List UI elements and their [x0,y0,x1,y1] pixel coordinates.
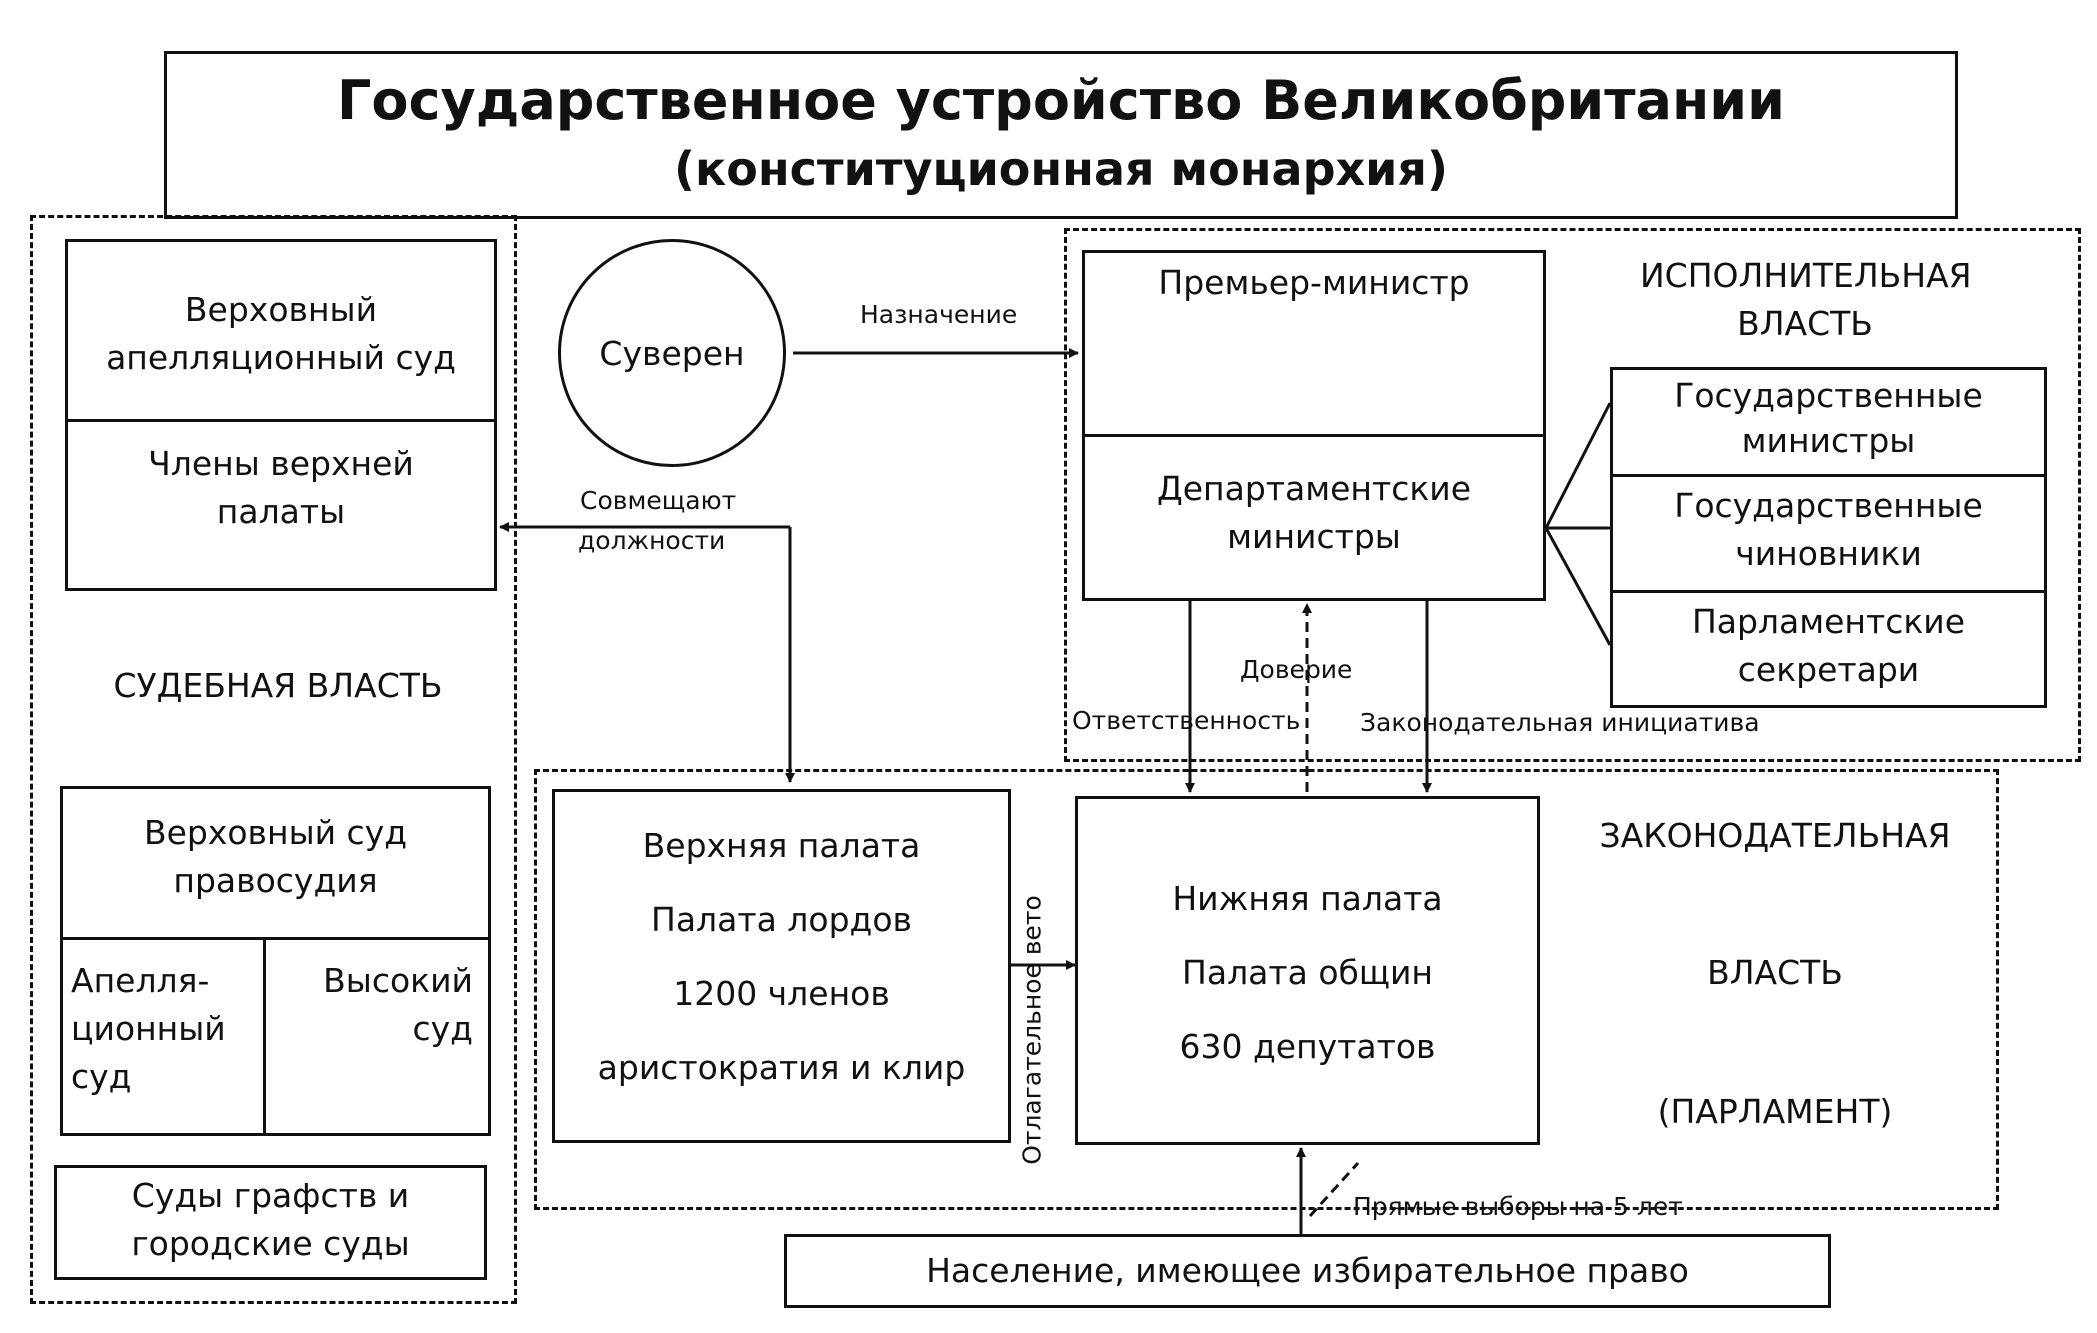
supreme-court-of-justice-box: Верховный суд правосудия Апелля- ционный… [60,786,491,1136]
sovereign-circle: Суверен [558,239,786,467]
title: Государственное устройство Великобритани… [337,69,1785,132]
combine-positions-label-2: должности [578,526,726,555]
appointment-label: Назначение [860,300,1018,329]
judicial-power-region [30,215,517,1304]
county-courts-box: Суды графств и городские суды [54,1165,487,1280]
divider [1613,590,2044,593]
elections-dashed-line [1308,1161,1360,1218]
legislative-label-1: ЗАКОНОДАТЕЛЬНАЯ [1599,816,1951,855]
subtitle: (конституционная монархия) [674,142,1448,196]
judicial-power-label: СУДЕБНАЯ ВЛАСТЬ [113,666,443,705]
prime-minister: Премьер-министр [1158,263,1470,302]
high-court: Высокий суд [323,961,473,1048]
appeal-court: Апелля- ционный суд [71,961,226,1096]
divider [263,937,266,1133]
state-officials: Государственные чиновники [1674,486,1983,573]
responsibility-label: Ответственность [1072,706,1301,735]
suspensive-veto-label: Отлагательное вето [1017,895,1047,1165]
title-box: Государственное устройство Великобритани… [164,51,1958,219]
legislative-power-region [534,769,1999,1210]
divider [1613,474,2044,477]
divider [1085,434,1543,437]
executive-power-region [1064,228,2081,762]
supreme-appeal-court: Верховный апелляционный суд [106,290,456,377]
lower-house-line: 630 депутатов [1179,1027,1436,1066]
trust-label: Доверие [1240,655,1353,684]
supreme-appeal-court-box: Верховный апелляционный суд Члены верхне… [65,239,497,591]
supreme-court-of-justice: Верховный суд правосудия [143,813,408,900]
population: Население, имеющее избирательное право [926,1251,1689,1290]
upper-house-line: Палата лордов [651,900,912,939]
divider [63,937,488,940]
legislative-initiative-label: Законодательная инициатива [1360,708,1760,737]
ministers-list-box: Государственные министры Государственные… [1610,367,2047,708]
divider [68,419,494,422]
lower-house-box: Нижняя палата Палата общин 630 депутатов [1075,796,1540,1145]
county-courts: Суды графств и городские суды [131,1176,410,1263]
upper-house-line: Верхняя палата [642,826,921,865]
state-ministers: Государственные министры [1674,376,1983,460]
ministers-fan-line [1544,527,1612,646]
upper-house-members: Члены верхней палаты [148,444,414,531]
direct-elections-label: Прямые выборы на 5 лет [1353,1192,1683,1221]
legislative-label-2: ВЛАСТЬ [1707,953,1843,992]
legislative-label-3: (ПАРЛАМЕНТ) [1657,1092,1893,1131]
department-ministers: Департаментские министры [1156,469,1472,556]
ministers-fan-line [1544,402,1612,529]
lower-house-line: Нижняя палата [1172,879,1443,918]
population-box: Население, имеющее избирательное право [784,1234,1831,1308]
parliamentary-secretaries: Парламентские секретари [1691,602,1966,689]
executive-power-label: ИСПОЛНИТЕЛЬНАЯ ВЛАСТЬ [1640,256,1972,343]
prime-minister-box: Премьер-министр Департаментские министры [1082,250,1546,601]
upper-house-box: Верхняя палата Палата лордов 1200 членов… [552,789,1011,1143]
sovereign: Суверен [599,334,745,373]
lower-house-line: Палата общин [1182,953,1433,992]
upper-house-line: аристократия и клир [597,1048,966,1087]
upper-house-line: 1200 членов [673,974,890,1013]
combine-positions-label-1: Совмещают [580,486,737,515]
